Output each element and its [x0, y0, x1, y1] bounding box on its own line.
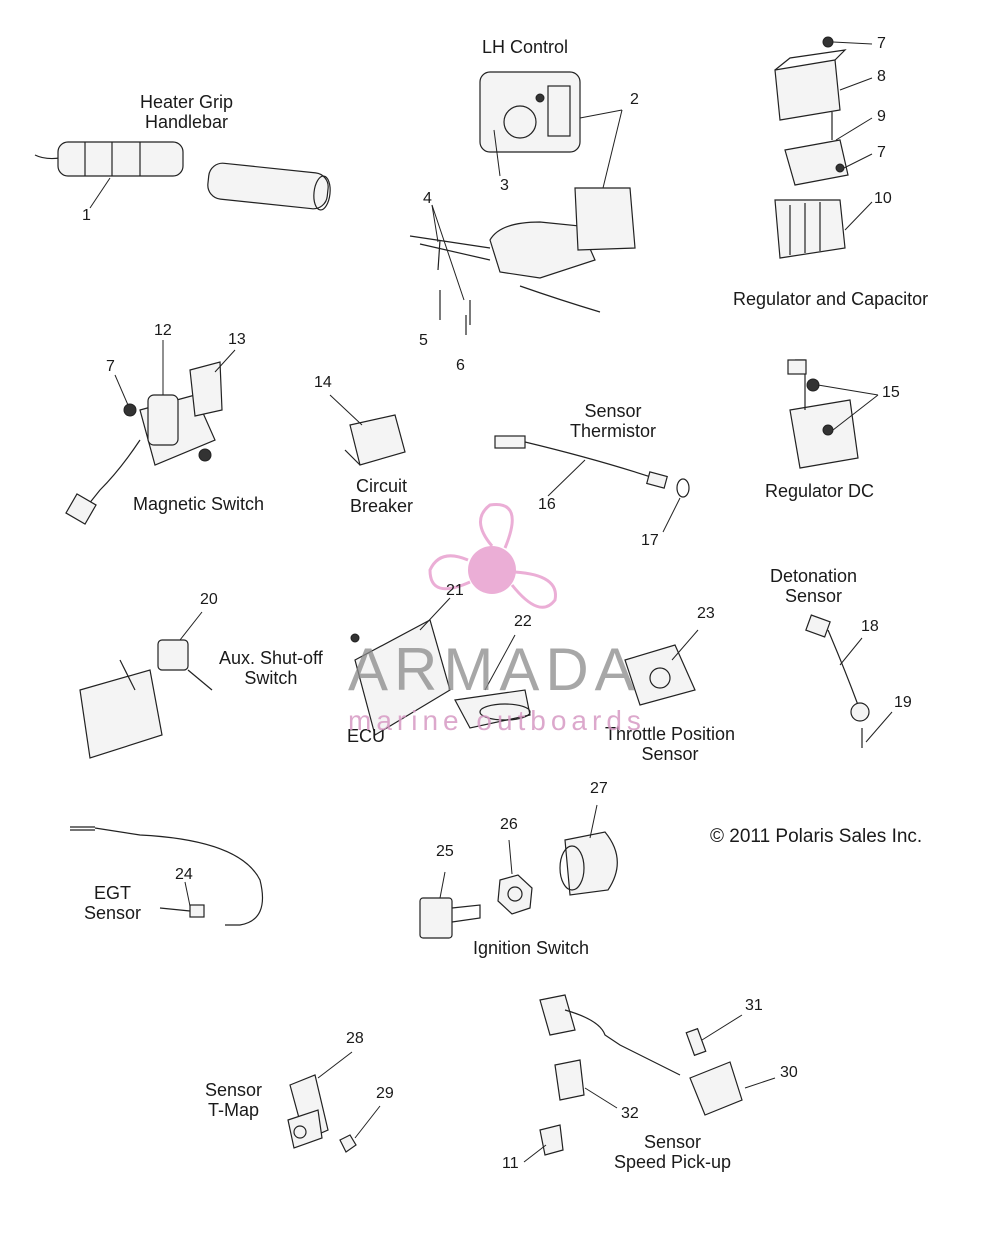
label-circuit-breaker: Circuit Breaker: [350, 476, 414, 516]
callout-8: 8: [877, 68, 886, 85]
label-throttle-position: Throttle Position Sensor: [605, 724, 736, 764]
callout-24: 24: [175, 866, 193, 883]
callout-7-mid: 7: [877, 144, 886, 161]
label-aux-shutoff: Aux. Shut-off Switch: [219, 648, 323, 688]
ignition-switch-part: [419, 804, 618, 939]
label-heater-grip: Heater Grip Handlebar: [140, 92, 234, 132]
label-speed-pickup: Sensor Speed Pick-up: [614, 1132, 732, 1172]
regulator-capacitor-part: [774, 36, 873, 259]
callout-2: 2: [630, 91, 639, 108]
callout-30: 30: [780, 1064, 798, 1081]
callout-4: 4: [423, 190, 432, 207]
callout-7-top: 7: [877, 35, 886, 52]
callout-3: 3: [500, 177, 509, 194]
label-ecu: ECU: [347, 726, 386, 746]
label-detonation-sensor: Detonation Sensor: [770, 566, 858, 606]
callout-10: 10: [874, 190, 892, 207]
callout-5: 5: [419, 332, 428, 349]
callout-29: 29: [376, 1085, 394, 1102]
detonation-sensor-part: [805, 614, 893, 748]
callout-17: 17: [641, 532, 659, 549]
callout-12: 12: [154, 322, 172, 339]
regulator-dc-part: [787, 359, 879, 469]
callout-1: 1: [82, 207, 91, 224]
callout-11: 11: [502, 1155, 519, 1172]
sensor-thermistor-part: [494, 435, 690, 533]
label-regulator-dc: Regulator DC: [765, 481, 875, 501]
magnetic-switch-part: [65, 340, 236, 525]
callout-20: 20: [200, 591, 218, 608]
sensor-tmap-part: [287, 1051, 381, 1153]
copyright-text: © 2011 Polaris Sales Inc.: [710, 826, 923, 847]
callout-15: 15: [882, 384, 900, 401]
circuit-breaker-part: [329, 394, 406, 466]
throttle-position-part: [624, 629, 699, 706]
callout-23: 23: [697, 605, 715, 622]
callout-9: 9: [877, 108, 886, 125]
label-ignition-switch: Ignition Switch: [473, 938, 590, 958]
speed-pickup-part: [523, 994, 776, 1163]
callout-18: 18: [861, 618, 879, 635]
label-lh-control: LH Control: [482, 37, 569, 57]
callout-25: 25: [436, 843, 454, 860]
watermark-title: ARMADA: [348, 636, 641, 703]
egt-sensor-part: [70, 826, 264, 926]
callout-28: 28: [346, 1030, 364, 1047]
callout-19: 19: [894, 694, 912, 711]
callout-16: 16: [538, 496, 556, 513]
callout-32: 32: [621, 1105, 639, 1122]
callout-22: 22: [514, 613, 532, 630]
callout-27: 27: [590, 780, 608, 797]
callout-26: 26: [500, 816, 518, 833]
label-egt-sensor: EGT Sensor: [84, 883, 142, 923]
watermark-subtitle: marine outboards: [348, 705, 646, 736]
heater-grip-part: [34, 141, 331, 211]
watermark-logo-icon: [428, 503, 557, 609]
aux-shutoff-part: [79, 611, 213, 759]
callout-14: 14: [314, 374, 332, 391]
ecu-part: [350, 597, 531, 736]
callout-6: 6: [456, 357, 465, 374]
callout-31: 31: [745, 997, 763, 1014]
label-sensor-tmap: Sensor T-Map: [205, 1080, 263, 1120]
callout-13: 13: [228, 331, 246, 348]
label-magnetic-switch: Magnetic Switch: [133, 494, 265, 514]
callout-7-left: 7: [106, 358, 115, 375]
lh-control-part: [409, 71, 636, 335]
callout-21: 21: [446, 582, 464, 599]
label-sensor-thermistor: Sensor Thermistor: [570, 401, 657, 441]
label-regulator-capacitor: Regulator and Capacitor: [733, 289, 929, 309]
